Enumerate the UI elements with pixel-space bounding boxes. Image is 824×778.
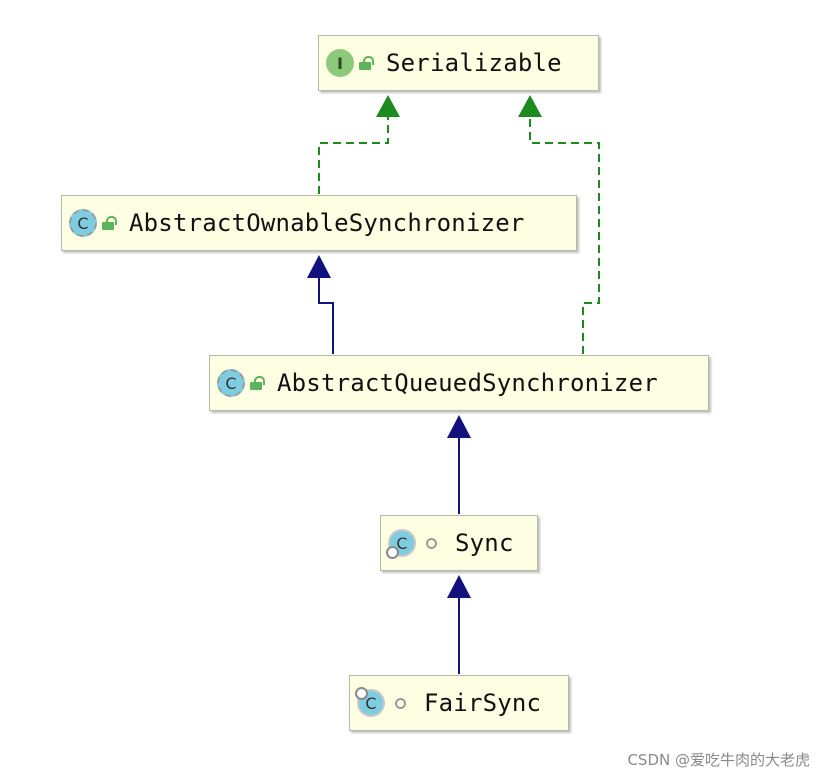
node-name: FairSync	[424, 689, 542, 717]
edge-aos-implements-serializable	[318, 95, 400, 194]
node-fairsync[interactable]: C FairSync	[349, 675, 569, 731]
public-lock-icon	[358, 56, 374, 70]
edge-sync-extends-aqs	[447, 415, 471, 514]
node-name: AbstractQueuedSynchronizer	[277, 369, 658, 397]
arrowhead	[307, 255, 331, 278]
public-lock-icon	[249, 376, 265, 390]
abstract-class-icon: C	[217, 369, 245, 397]
arrowhead	[447, 415, 471, 438]
public-lock-icon	[101, 216, 117, 230]
edge-fairsync-extends-sync	[447, 575, 471, 674]
node-name: AbstractOwnableSynchronizer	[129, 209, 525, 237]
arrowhead	[376, 95, 400, 117]
watermark: CSDN @爱吃牛肉的大老虎	[627, 751, 810, 769]
node-abstract-ownable-synchronizer[interactable]: C AbstractOwnableSynchronizer	[61, 195, 577, 251]
static-badge-icon	[386, 546, 399, 559]
node-serializable[interactable]: I Serializable	[318, 35, 599, 91]
node-sync[interactable]: C Sync	[380, 515, 538, 571]
interface-icon: I	[326, 49, 354, 77]
node-name: Serializable	[386, 49, 562, 77]
package-private-icon	[395, 697, 406, 709]
package-private-icon	[426, 537, 437, 549]
arrowhead	[518, 95, 542, 117]
abstract-class-icon: C	[69, 209, 97, 237]
class-icon: C	[386, 529, 416, 559]
class-icon: C	[355, 687, 385, 717]
node-name: Sync	[455, 529, 514, 557]
final-badge-icon	[355, 687, 368, 700]
edge-aqs-extends-aos	[307, 255, 334, 354]
node-abstract-queued-synchronizer[interactable]: C AbstractQueuedSynchronizer	[209, 355, 709, 411]
edge-aqs-implements-serializable	[518, 95, 600, 354]
arrowhead	[447, 575, 471, 598]
